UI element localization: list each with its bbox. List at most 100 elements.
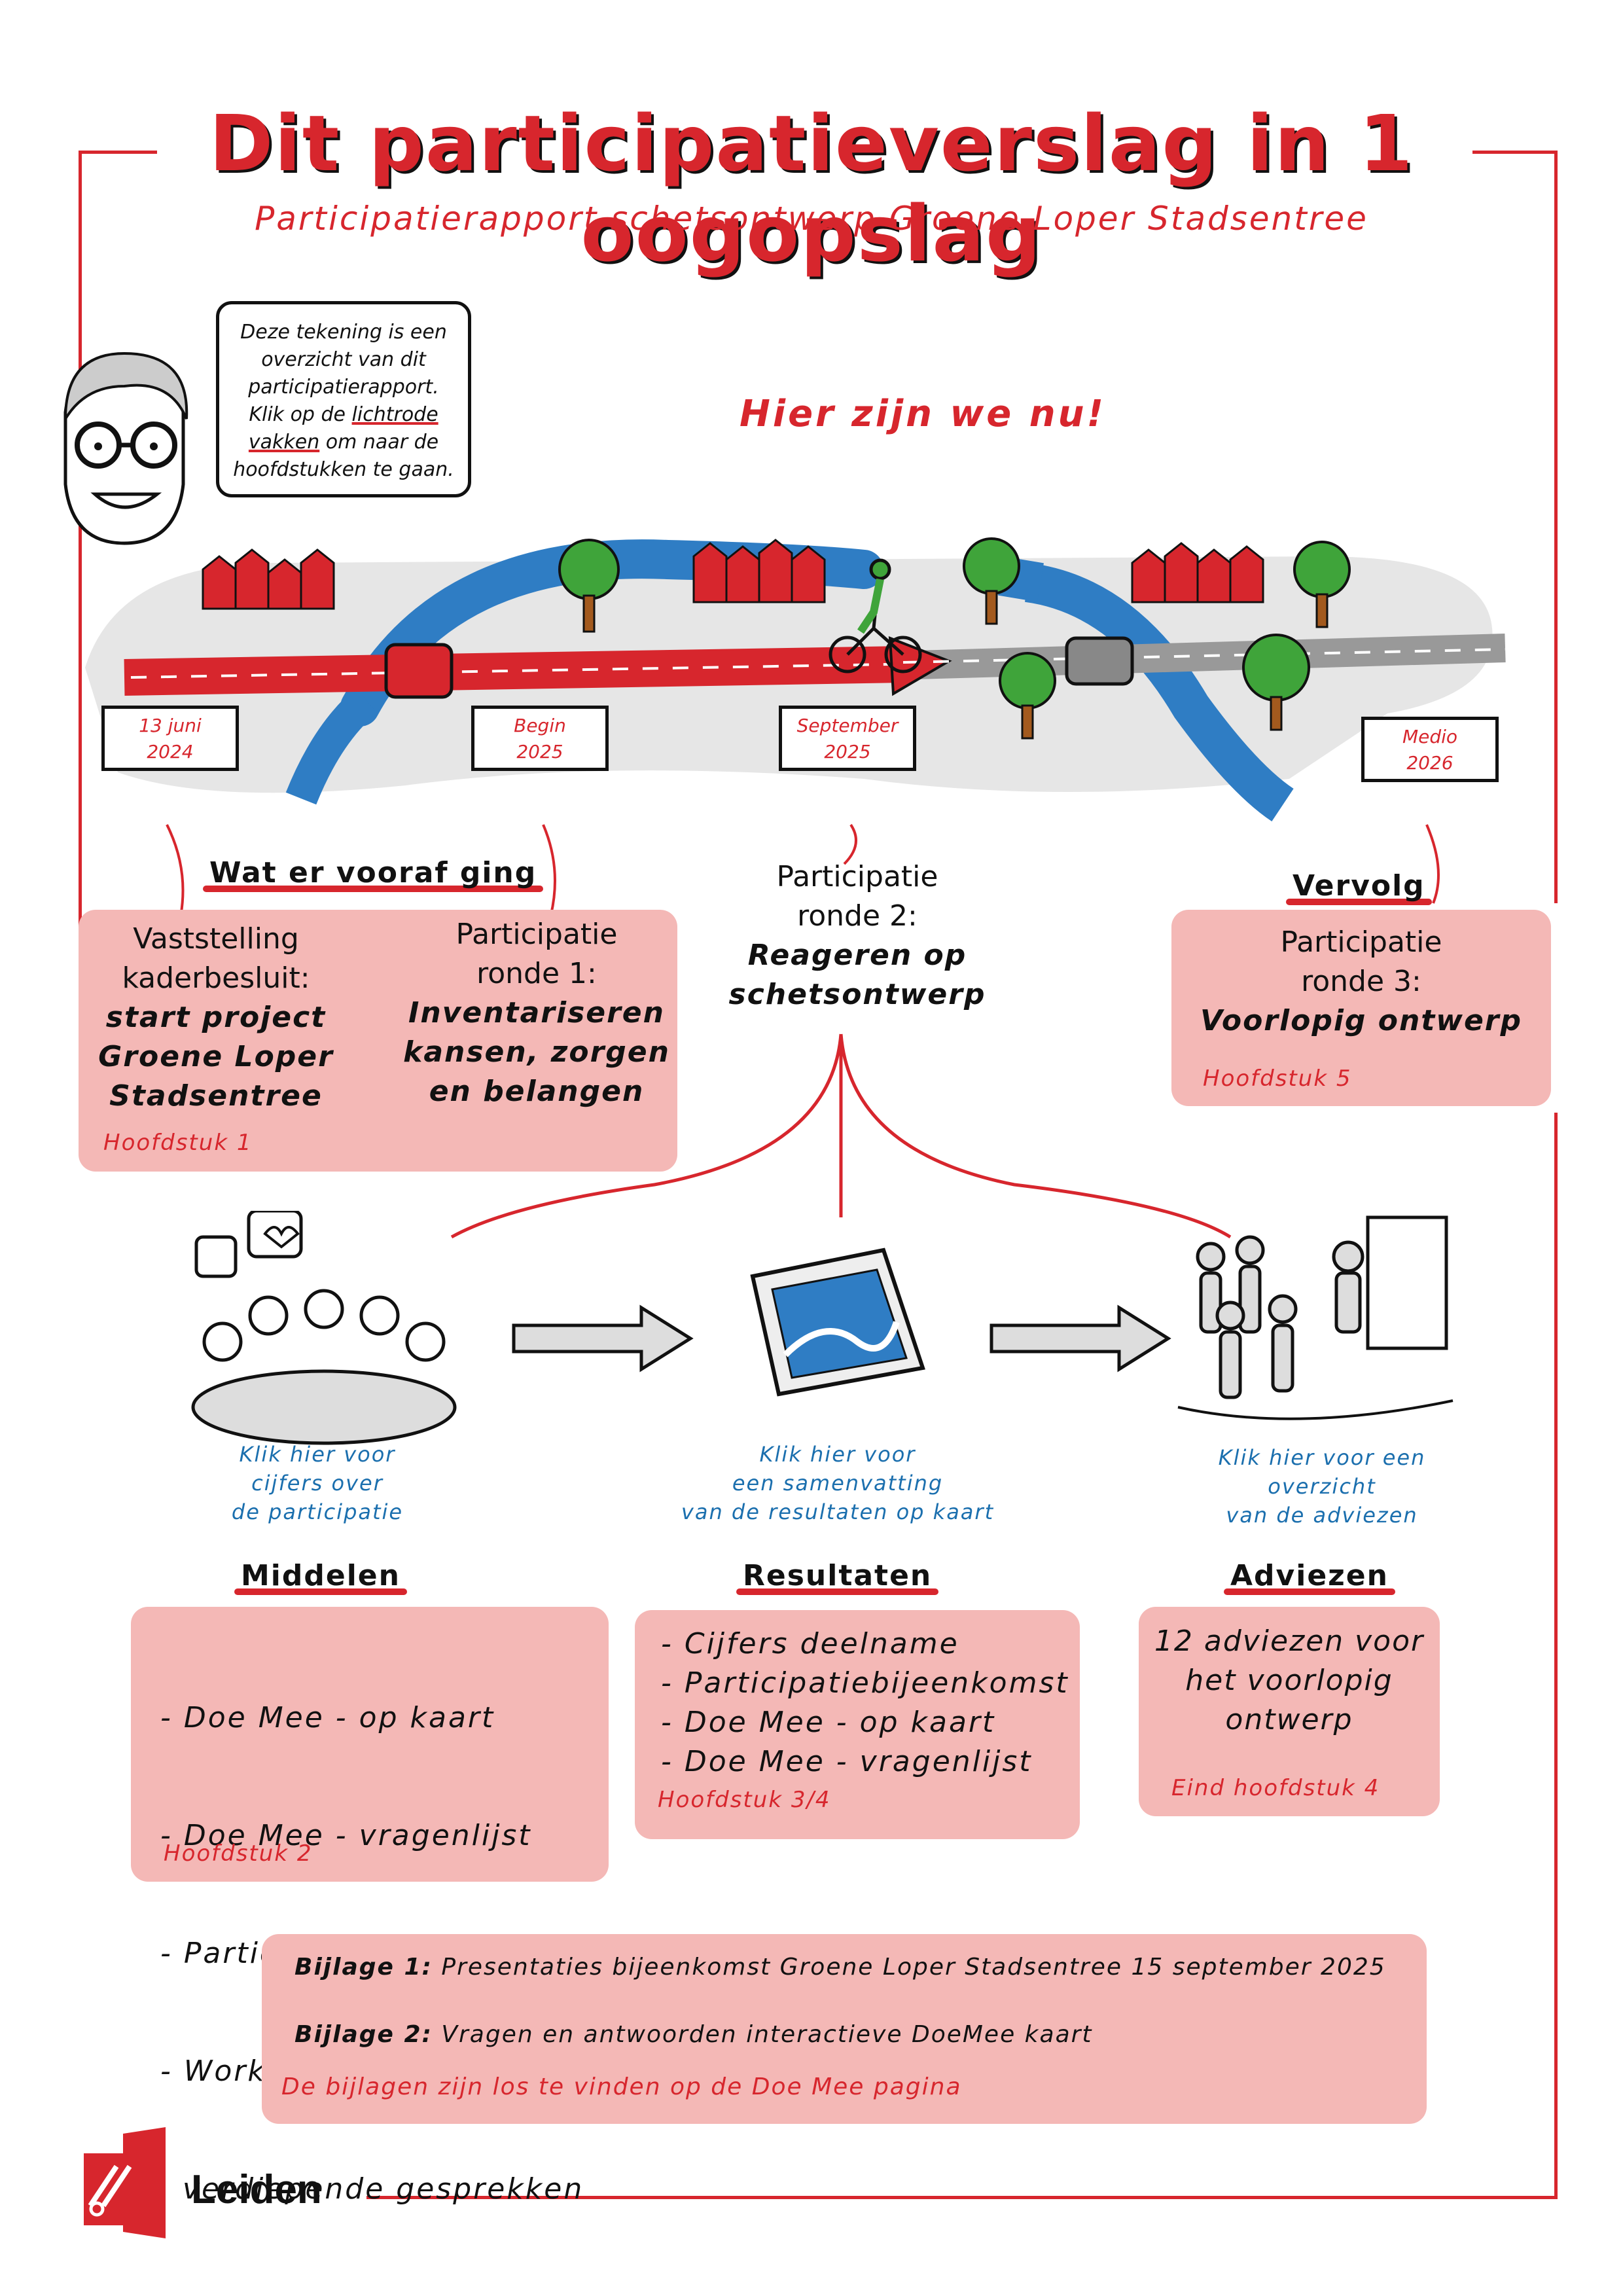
bubble-highlight: vakken xyxy=(248,431,320,454)
meeting-table-icon[interactable] xyxy=(183,1211,465,1446)
heading-resultaten: Resultaten xyxy=(736,1559,939,1595)
chapter-box-kaderbesluit[interactable] xyxy=(79,910,677,1172)
click-line: van de resultaten op kaart xyxy=(681,1499,995,1524)
click-results-map[interactable]: Klik hier voor een samenvatting van de r… xyxy=(654,1440,1021,1526)
appendix-box[interactable] xyxy=(262,1934,1427,2124)
intro-speech-bubble: Deze tekening is een overzicht van dit p… xyxy=(216,301,471,497)
appendix-note: De bijlagen zijn los te vinden op de Doe… xyxy=(281,2073,962,2100)
kader-bold: Stadsentree xyxy=(109,1079,323,1113)
bubble-line: Deze tekening is een xyxy=(240,321,447,344)
click-line: Klik hier voor xyxy=(759,1442,916,1467)
chapter-label: Hoofdstuk 2 xyxy=(164,1840,313,1867)
heading-adviezen: Adviezen xyxy=(1224,1559,1395,1595)
page-subtitle: Participatierapport schetsontwerp Groene… xyxy=(255,200,1368,238)
list-item: - Cijfers deelname xyxy=(661,1627,959,1660)
appendix-text: Presentaties bijeenkomst Groene Loper St… xyxy=(432,1954,1386,1981)
list-item: - Participatiebijeenkomst xyxy=(661,1666,1069,1700)
ronde3-bold: Voorlopig ontwerp xyxy=(1200,1004,1522,1037)
map-icon[interactable] xyxy=(726,1237,936,1407)
heading-next: Vervolg xyxy=(1286,869,1432,905)
advice-group-icon[interactable] xyxy=(1165,1211,1466,1427)
right-arrow-icon xyxy=(990,1304,1171,1372)
list-item: - Doe Mee - op kaart xyxy=(661,1706,996,1739)
heading-text: Wat er vooraf ging xyxy=(209,856,537,889)
kader-bold: Groene Loper xyxy=(98,1040,334,1073)
appendix-text: Vragen en antwoorden interactieve DoeMee… xyxy=(432,2021,1093,2048)
timeline-connectors xyxy=(166,823,1440,920)
heading-underline xyxy=(1286,899,1432,905)
bubble-text: om naar de xyxy=(319,431,439,454)
click-line: cijfers over xyxy=(251,1471,383,1496)
timeline-sign-september-2025: September 2025 xyxy=(779,706,916,771)
heading-before: Wat er vooraf ging xyxy=(203,856,544,892)
heading-text: Vervolg xyxy=(1293,869,1425,903)
bubble-line: hoofdstukken te gaan. xyxy=(233,458,454,481)
appendix-2[interactable]: Bijlage 2: Vragen en antwoorden interact… xyxy=(294,2021,1093,2048)
sign-line: 2025 xyxy=(824,741,871,762)
bubble-line: overzicht van dit xyxy=(261,348,426,371)
leiden-wordmark: Leiden xyxy=(191,2167,322,2212)
ronde1-line: ronde 1: xyxy=(476,957,597,990)
sign-line: 2026 xyxy=(1406,752,1454,774)
ronde1-bold: Inventariseren xyxy=(408,996,665,1030)
bubble-highlight: lichtrode xyxy=(351,403,438,426)
sign-line: 2025 xyxy=(516,741,563,762)
chapter-label: Eind hoofdstuk 4 xyxy=(1171,1775,1380,1801)
kader-line: kaderbesluit: xyxy=(122,961,310,995)
click-line: een samenvatting xyxy=(732,1471,944,1496)
list-item: - Doe Mee - vragenlijst xyxy=(160,1819,532,1852)
adviezen-line: 12 adviezen voor xyxy=(1154,1624,1425,1658)
sign-line: September xyxy=(796,715,899,736)
kader-bold: start project xyxy=(105,1001,327,1034)
bubble-line: participatierapport. xyxy=(248,376,439,399)
frame-top-left xyxy=(79,151,157,154)
timeline-sign-begin-2025: Begin 2025 xyxy=(471,706,609,771)
ronde1-line: Participatie xyxy=(455,918,618,951)
chapter-box-ronde3[interactable] xyxy=(1171,910,1551,1106)
appendix-1[interactable]: Bijlage 1: Presentaties bijeenkomst Groe… xyxy=(294,1954,1386,1981)
adviezen-line: het voorlopig xyxy=(1185,1664,1393,1697)
cyclist-icon xyxy=(829,558,922,673)
chapter-box-middelen[interactable] xyxy=(131,1607,609,1882)
kader-line: Vaststelling xyxy=(133,922,299,956)
avatar-icon xyxy=(63,351,188,545)
branch-lines xyxy=(450,1033,1232,1239)
right-arrow-icon xyxy=(512,1304,694,1372)
ronde1-bold: en belangen xyxy=(429,1075,645,1108)
list-item: - Doe Mee - vragenlijst xyxy=(661,1745,1033,1778)
adviezen-line: ontwerp xyxy=(1225,1703,1353,1736)
ronde2-bold: schetsontwerp xyxy=(728,978,986,1011)
timeline-landscape-illustration xyxy=(85,537,1506,821)
ronde2-text: Participatie ronde 2: Reageren op schets… xyxy=(707,857,1008,1014)
heading-underline xyxy=(203,886,544,892)
list-item: verdiepende gesprekken xyxy=(160,2172,584,2206)
frame-bottom xyxy=(366,2196,1558,2199)
ronde2-line: ronde 2: xyxy=(797,899,918,933)
timeline-sign-medio-2026: Medio 2026 xyxy=(1361,717,1499,782)
ronde3-text: Participatie ronde 3: Voorlopig ontwerp xyxy=(1171,923,1551,1041)
heading-underline xyxy=(1224,1588,1395,1595)
click-line: Klik hier voor xyxy=(239,1442,396,1467)
frame-right-lower xyxy=(1554,1113,1558,2199)
click-line: van de adviezen xyxy=(1226,1503,1418,1528)
click-line: Klik hier voor een xyxy=(1218,1445,1426,1470)
list-item: - Doe Mee - op kaart xyxy=(160,1701,495,1734)
chapter-label: Hoofdstuk 5 xyxy=(1203,1066,1352,1092)
chapter-box-adviezen[interactable] xyxy=(1139,1607,1440,1816)
click-line: overzicht xyxy=(1268,1474,1376,1499)
chapter-box-resultaten[interactable] xyxy=(635,1610,1080,1839)
click-participation-figures[interactable]: Klik hier voor cijfers over de participa… xyxy=(170,1440,465,1526)
frame-left xyxy=(79,151,82,936)
click-advice-overview[interactable]: Klik hier voor een overzicht van de advi… xyxy=(1165,1443,1479,1530)
kader-text: Vaststelling kaderbesluit: start project… xyxy=(79,920,353,1116)
page-title: Dit participatieverslag in 1 oogopslag xyxy=(209,98,1414,279)
resultaten-list: - Cijfers deelname - Participatiebijeenk… xyxy=(661,1624,1069,1782)
heading-underline xyxy=(736,1588,939,1595)
heading-text: Middelen xyxy=(241,1559,401,1592)
ronde1-text: Participatie ronde 1: Inventariseren kan… xyxy=(386,915,687,1111)
ronde3-line: ronde 3: xyxy=(1301,965,1421,998)
heading-middelen: Middelen xyxy=(234,1559,407,1595)
leiden-keys-logo-icon xyxy=(84,2127,166,2238)
bubble-line: Klik op de lichtrode xyxy=(219,401,468,429)
bubble-line: vakken om naar de xyxy=(219,429,468,456)
